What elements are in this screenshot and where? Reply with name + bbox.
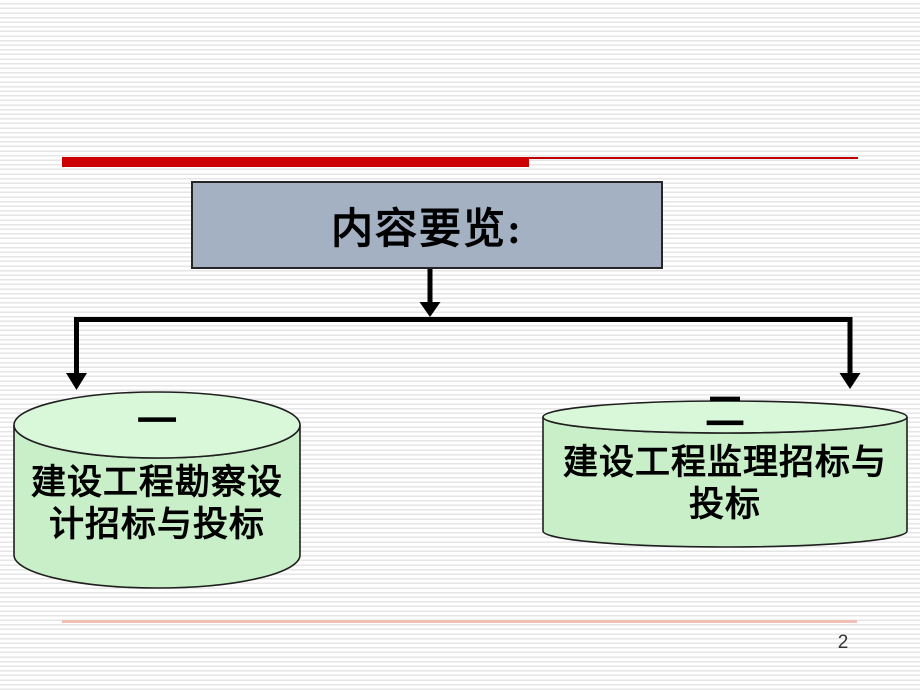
accent-line-thin (529, 157, 858, 159)
branch-two-text: 建设工程监理招标与 投标 (539, 442, 911, 526)
branch-two-number: 二 (705, 389, 745, 434)
slide-page-number: 2 (837, 632, 849, 653)
slide-title: 内容要览: (331, 206, 523, 253)
arrow-stem-head-icon (419, 302, 441, 317)
cylinder-right-top (542, 400, 908, 434)
cylinder-left-top (13, 391, 301, 459)
title-box: 内容要览: (191, 181, 663, 269)
branch-two-text-line2: 投标 (688, 485, 761, 524)
cylinder-shape-right (542, 400, 908, 548)
branch-one-number: 一 (137, 399, 177, 444)
cylinder-shape-left (13, 391, 301, 589)
branch-one-text-line2: 计招标与投标 (48, 505, 265, 544)
arrow-left-head-icon (66, 373, 87, 390)
accent-bar-red (62, 157, 529, 167)
arrow-right-head-icon (839, 373, 861, 389)
bottom-rule (62, 620, 857, 623)
branch-two-text-line1: 建设工程监理招标与 (562, 443, 887, 482)
branch-one-text: 建设工程勘察设 计招标与投标 (8, 462, 306, 546)
branch-one-text-line1: 建设工程勘察设 (30, 463, 283, 502)
